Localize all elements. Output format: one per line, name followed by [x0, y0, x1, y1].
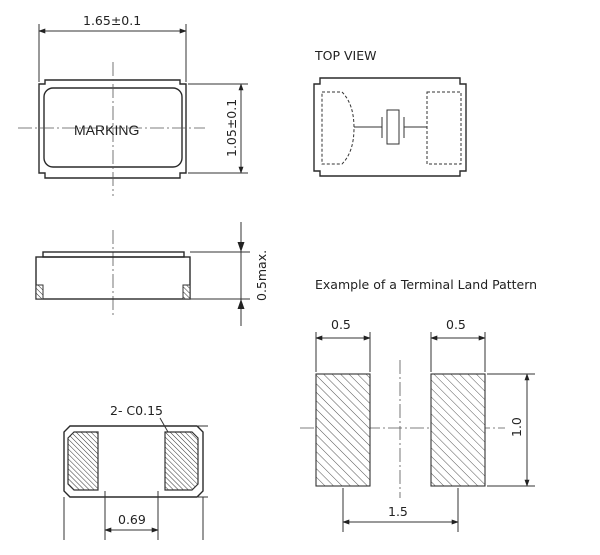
land-right-width-label: 0.5 [446, 317, 466, 332]
gap-dimension-label: 0.69 [118, 512, 146, 527]
chamfer-note-label: 2- C0.15 [110, 403, 163, 418]
bottom-view-outline [63, 425, 204, 498]
land-height-label: 1.0 [509, 417, 524, 437]
top-view-drawing: TOP VIEW [313, 48, 467, 177]
package-top-drawing: MARKING 1.65±0.1 1.05±0.1 [18, 13, 248, 196]
land-pitch-label: 1.5 [388, 504, 408, 519]
top-view-outline [313, 77, 467, 177]
land-pad-left [315, 373, 371, 487]
land-pattern-title: Example of a Terminal Land Pattern [315, 277, 537, 292]
land-pattern-drawing: Example of a Terminal Land Pattern 0.5 0… [300, 277, 537, 532]
top-view-electrode-right [426, 91, 462, 165]
bottom-pad-right [164, 431, 199, 491]
top-view-title: TOP VIEW [314, 48, 376, 63]
side-view-lid [42, 251, 185, 258]
marking-text: MARKING [74, 122, 139, 138]
side-height-arrow-top [237, 242, 245, 252]
side-height-dimension-label: 0.5max. [254, 250, 269, 301]
chamfer-leader [159, 417, 169, 433]
side-view-drawing: 0.5max. [35, 222, 269, 326]
side-view-body [35, 256, 191, 300]
side-view-terminal-right [182, 284, 191, 300]
bottom-pad-left [67, 431, 99, 491]
width-dimension-label: 1.65±0.1 [83, 13, 141, 28]
top-view-electrode-left [321, 91, 355, 165]
height-dimension-label: 1.05±0.1 [224, 99, 239, 157]
bottom-view-drawing: 2- C0.15 0.69 [63, 403, 208, 540]
land-pad-right [430, 373, 486, 487]
crystal-body [386, 109, 400, 145]
land-left-width-label: 0.5 [331, 317, 351, 332]
side-height-arrow-bottom [237, 299, 245, 309]
package-outline [38, 79, 187, 179]
side-view-terminal-left [35, 284, 44, 300]
